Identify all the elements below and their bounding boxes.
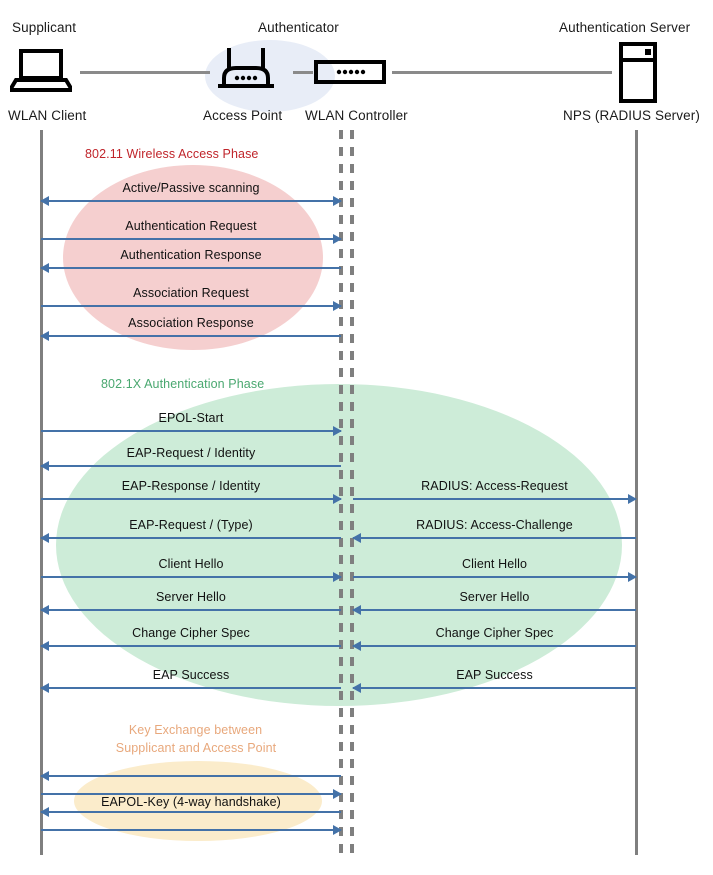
msg-label-80211-1: Authentication Request <box>125 219 257 233</box>
arrowhead-left-icon <box>40 641 49 651</box>
phase-80211-ellipse <box>63 165 323 350</box>
authenticator-highlight-blob <box>205 40 335 112</box>
arrowhead-left-icon <box>40 807 49 817</box>
server-icon <box>618 42 658 104</box>
phase-label-key-exchange-line1: Key Exchange between <box>128 723 263 737</box>
arrow-8021x-right-7 <box>352 683 636 693</box>
actor-role-authenticator: Authenticator <box>258 20 339 35</box>
msg-label-8021x-right-6: Change Cipher Spec <box>435 626 554 640</box>
msg-label-8021x-left-3: EAP-Request / (Type) <box>129 518 253 532</box>
msg-label-8021x-right-5: Server Hello <box>459 590 530 604</box>
arrowhead-left-icon <box>40 605 49 615</box>
arrow-8021x-left-4 <box>41 572 342 582</box>
arrow-8021x-right-6 <box>352 641 636 651</box>
arrow-8021x-right-5 <box>352 605 636 615</box>
arrow-key-2 <box>40 807 341 817</box>
arrowhead-right-icon <box>333 494 342 504</box>
arrow-8021x-right-2 <box>353 494 637 504</box>
arrowhead-left-icon <box>40 771 49 781</box>
phase-label-80211: 802.11 Wireless Access Phase <box>85 147 259 161</box>
msg-label-80211-4: Association Response <box>128 316 254 330</box>
lifeline-auth-server <box>635 130 638 855</box>
laptop-icon <box>6 48 76 92</box>
arrow-80211-4 <box>40 331 341 341</box>
arrowhead-left-icon <box>40 461 49 471</box>
msg-label-8021x-left-2: EAP-Response / Identity <box>121 479 261 493</box>
arrowhead-left-icon <box>352 683 361 693</box>
arrowhead-right-icon <box>628 494 637 504</box>
arrowhead-right-icon <box>333 301 342 311</box>
actor-device-wlan-controller: WLAN Controller <box>305 108 408 123</box>
arrowhead-left-icon <box>352 533 361 543</box>
lifeline-access-point <box>339 130 343 855</box>
arrow-key-1 <box>41 789 342 799</box>
msg-label-8021x-left-7: EAP Success <box>152 668 230 682</box>
msg-label-8021x-left-4: Client Hello <box>158 557 224 571</box>
arrowhead-right-icon <box>333 234 342 244</box>
arrowhead-right-icon <box>333 825 342 835</box>
actor-role-auth-server: Authentication Server <box>559 20 691 35</box>
msg-label-80211-2: Authentication Response <box>120 248 262 262</box>
phase-label-key-exchange-line2: Supplicant and Access Point <box>115 741 277 755</box>
arrow-8021x-right-4 <box>353 572 637 582</box>
arrow-8021x-right-3 <box>352 533 636 543</box>
arrowhead-right-icon <box>628 572 637 582</box>
phase-label-8021x: 802.1X Authentication Phase <box>101 377 265 391</box>
arrowhead-right-icon <box>333 426 342 436</box>
connector-ap-to-controller <box>293 71 313 74</box>
msg-label-8021x-left-6: Change Cipher Spec <box>132 626 250 640</box>
arrowhead-right-icon <box>333 572 342 582</box>
arrow-8021x-left-0 <box>41 426 342 436</box>
arrowhead-right-icon <box>333 789 342 799</box>
msg-label-8021x-left-1: EAP-Request / Identity <box>126 446 256 460</box>
arrowhead-left-icon <box>40 533 49 543</box>
arrowhead-right-icon <box>333 196 342 206</box>
arrow-8021x-left-2 <box>41 494 342 504</box>
arrowhead-left-icon <box>40 263 49 273</box>
arrow-key-0 <box>40 771 341 781</box>
arrowhead-left-icon <box>40 196 49 206</box>
msg-label-80211-0: Active/Passive scanning <box>122 181 260 195</box>
arrowhead-left-icon <box>40 331 49 341</box>
arrow-8021x-left-7 <box>40 683 341 693</box>
actor-device-wlan-client: WLAN Client <box>8 108 87 123</box>
arrow-80211-1 <box>41 234 342 244</box>
msg-label-8021x-right-4: Client Hello <box>461 557 528 571</box>
lifeline-wlan-controller <box>350 130 354 855</box>
msg-label-80211-3: Association Request <box>133 286 249 300</box>
arrowhead-left-icon <box>352 641 361 651</box>
msg-label-8021x-right-2: RADIUS: Access-Request <box>421 479 568 493</box>
arrow-8021x-left-5 <box>40 605 341 615</box>
msg-label-eapol-key: EAPOL-Key (4-way handshake) <box>101 795 281 809</box>
actor-device-access-point: Access Point <box>203 108 283 123</box>
connector-controller-to-server <box>392 71 612 74</box>
arrow-8021x-left-3 <box>40 533 341 543</box>
access-point-icon <box>216 46 276 94</box>
connector-client-to-ap <box>80 71 210 74</box>
arrow-key-3 <box>41 825 342 835</box>
arrow-8021x-left-1 <box>40 461 341 471</box>
lifeline-supplicant <box>40 130 43 855</box>
actor-device-nps-radius-server: NPS (RADIUS Server) <box>563 108 700 123</box>
arrow-80211-3 <box>41 301 342 311</box>
arrowhead-left-icon <box>40 683 49 693</box>
msg-label-8021x-left-5: Server Hello <box>156 590 226 604</box>
arrow-80211-2 <box>40 263 341 273</box>
phase-key-ellipse <box>74 761 322 841</box>
msg-label-8021x-right-7: EAP Success <box>456 668 533 682</box>
arrow-80211-0 <box>40 196 342 206</box>
arrow-8021x-left-6 <box>40 641 341 651</box>
msg-label-8021x-left-0: EPOL-Start <box>158 411 224 425</box>
actor-role-supplicant: Supplicant <box>12 20 77 35</box>
wlan-controller-icon <box>314 59 386 87</box>
msg-label-8021x-right-3: RADIUS: Access-Challenge <box>416 518 573 532</box>
arrowhead-left-icon <box>352 605 361 615</box>
